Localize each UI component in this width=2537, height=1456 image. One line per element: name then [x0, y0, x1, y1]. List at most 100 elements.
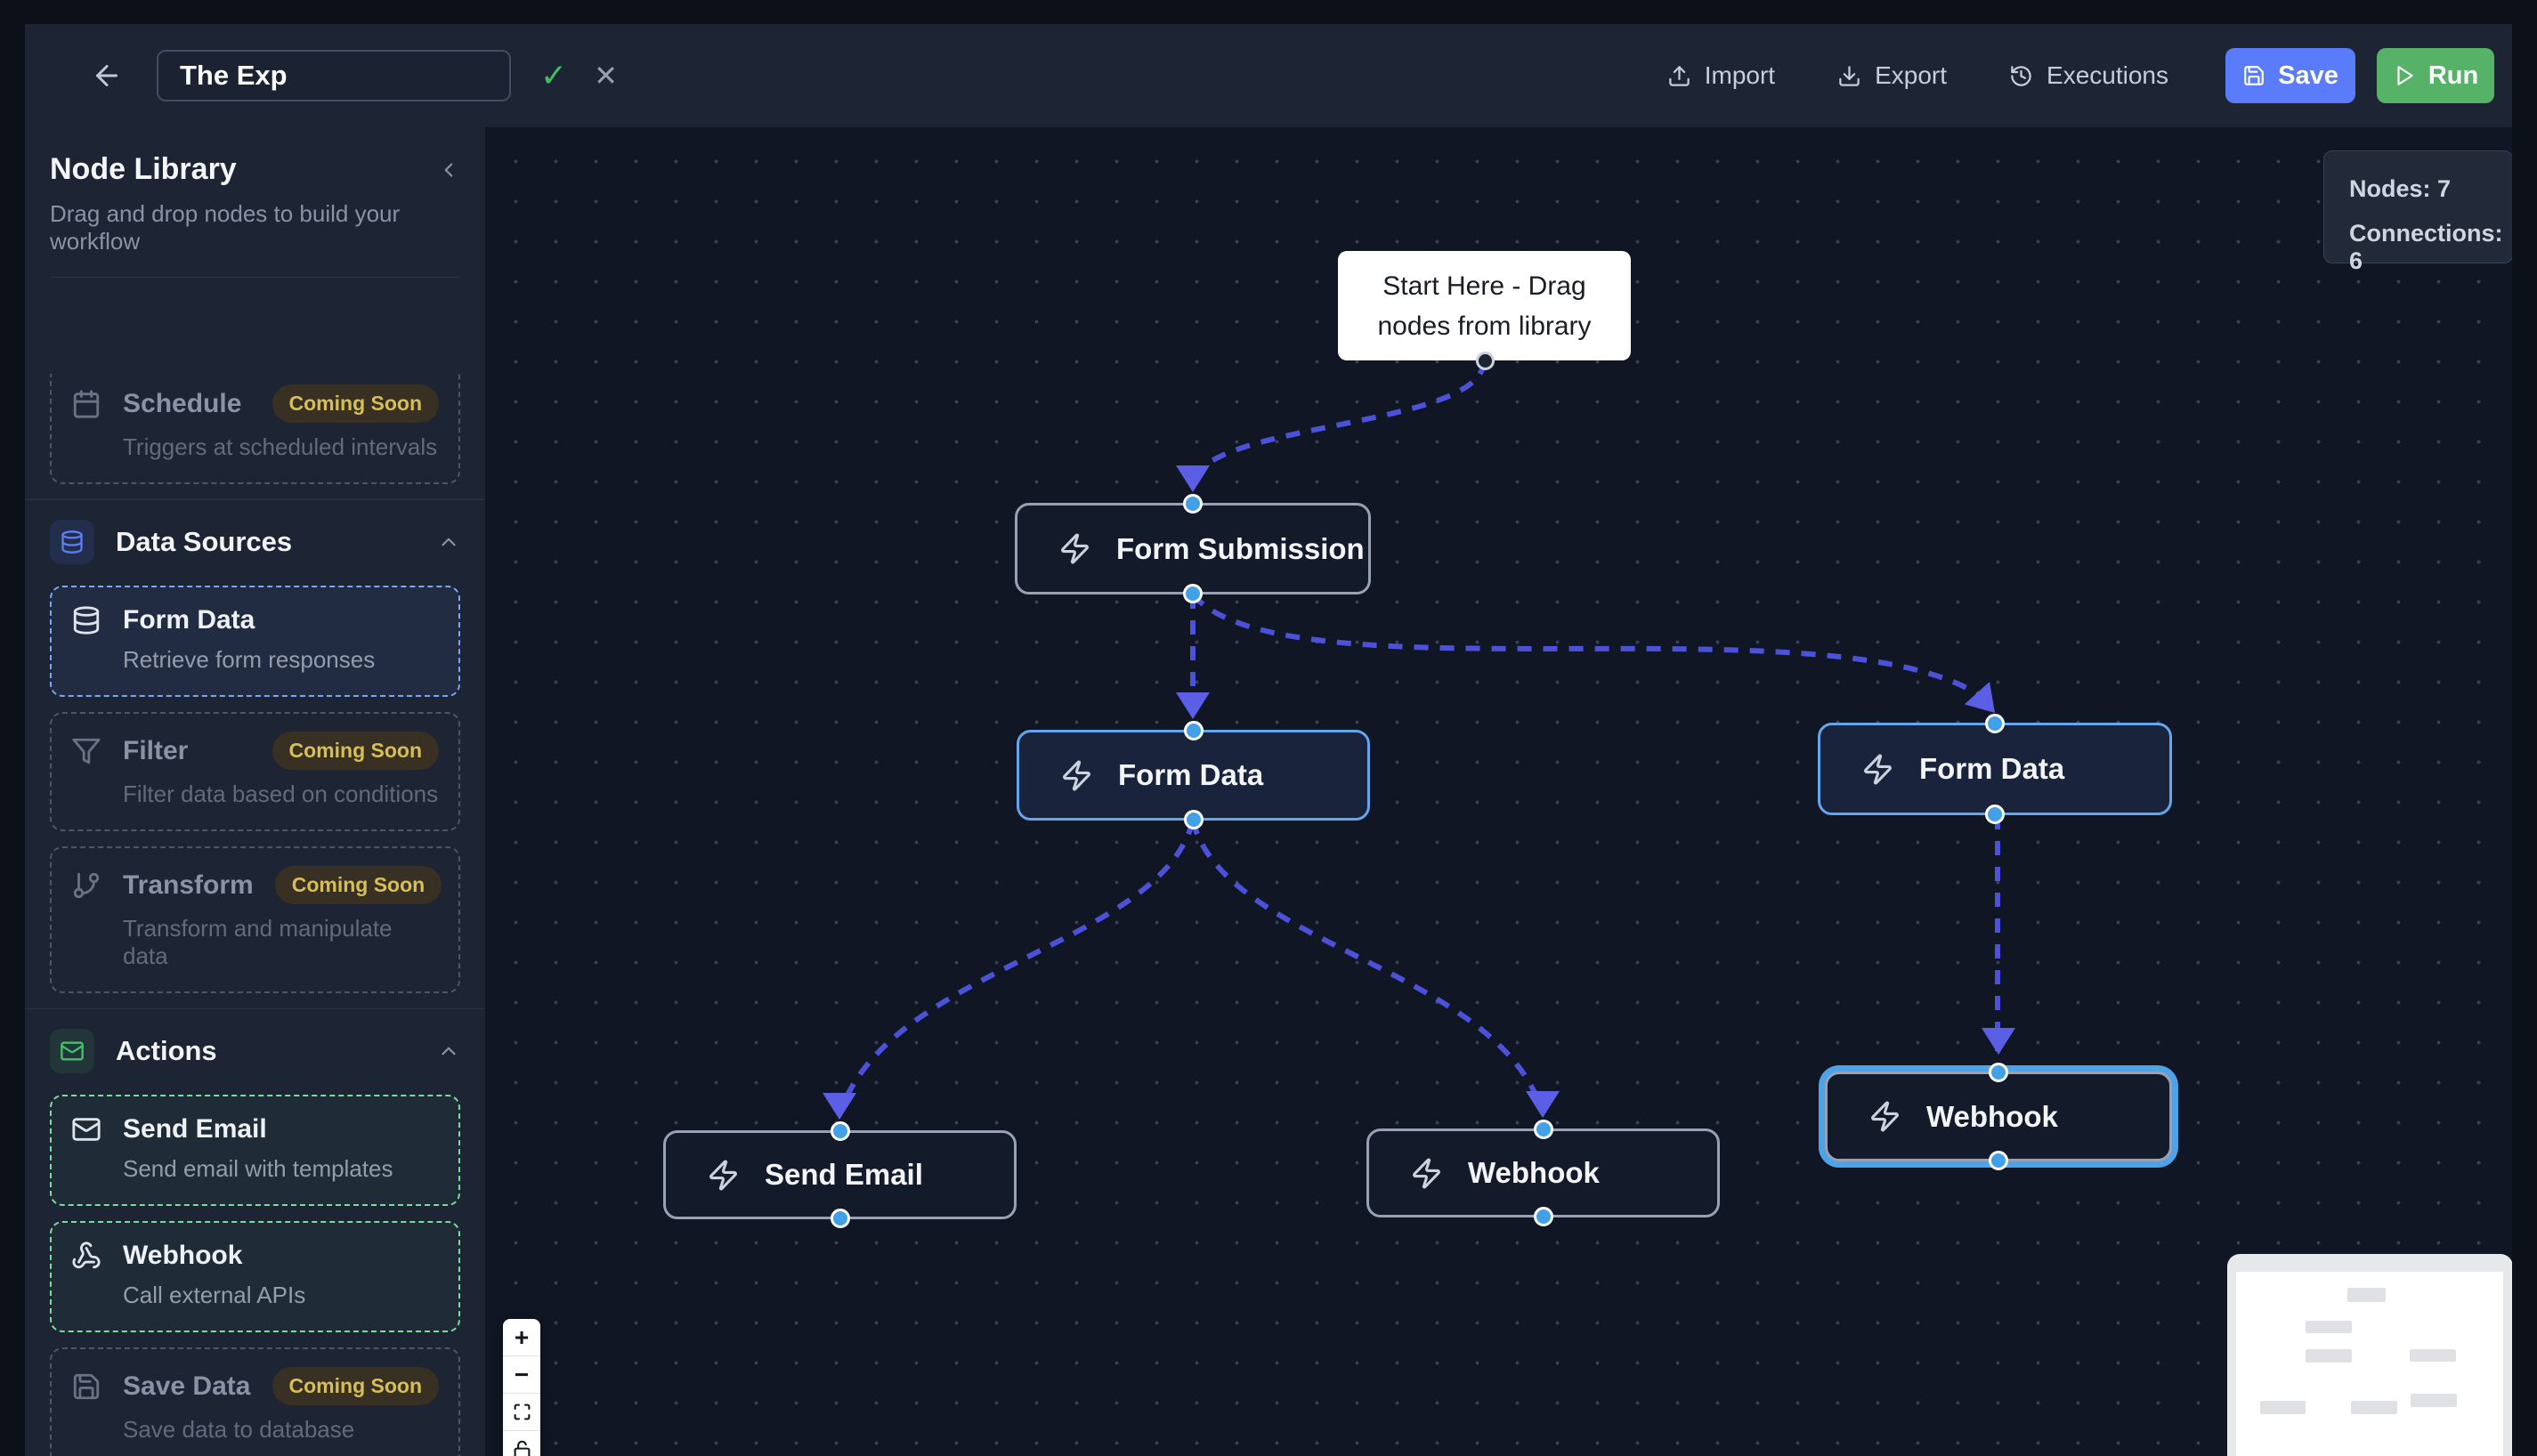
arrowhead-icon [823, 1093, 856, 1120]
section-actions[interactable]: Actions [50, 1029, 460, 1073]
upload-icon [1667, 64, 1691, 88]
card-title: Transform [123, 870, 254, 900]
minimap-node [2347, 1288, 2386, 1302]
download-icon [1837, 64, 1861, 88]
cancel-title-icon[interactable]: ✕ [594, 60, 618, 92]
save-button[interactable]: Save [2225, 48, 2355, 103]
zoom-in-button[interactable]: + [503, 1319, 540, 1356]
canvas-node-form-data-left[interactable]: Form Data [1017, 721, 1370, 829]
divider [25, 1008, 485, 1009]
executions-button[interactable]: Executions [2004, 61, 2174, 91]
card-title: Filter [123, 735, 189, 765]
node-library-sidebar: Node Library Drag and drop nodes to buil… [25, 127, 485, 1456]
library-node-transform[interactable]: Transform Coming Soon Transform and mani… [50, 846, 460, 993]
card-desc: Retrieve form responses [123, 646, 376, 673]
minimap-viewport [2236, 1272, 2503, 1456]
canvas-stats-panel: Nodes: 7 Connections: 6 [2323, 150, 2512, 274]
section-data-sources[interactable]: Data Sources [50, 520, 460, 564]
arrowhead-icon [1526, 1091, 1560, 1118]
output-connector[interactable] [830, 1209, 850, 1228]
history-icon [2009, 64, 2033, 88]
database-icon [50, 520, 94, 564]
top-bar: ✓ ✕ Import Export Executions [25, 24, 2512, 127]
chevron-up-icon [437, 530, 460, 554]
run-button[interactable]: Run [2377, 48, 2494, 103]
database-icon [71, 605, 101, 635]
calendar-icon [71, 389, 101, 419]
coming-soon-badge: Coming Soon [272, 732, 439, 770]
minimap-node [2306, 1321, 2352, 1333]
zap-icon [1861, 753, 1894, 786]
start-node-label: Start Here - Drag nodes from library [1377, 271, 1592, 341]
card-title: Schedule [123, 388, 242, 418]
save-icon [2242, 64, 2265, 87]
minimap-node [2410, 1349, 2456, 1362]
card-title: Send Email [123, 1114, 267, 1144]
input-connector[interactable] [830, 1121, 850, 1141]
node-label: Form Data [1919, 752, 2065, 785]
canvas-node-webhook-mid[interactable]: Webhook [1366, 1120, 1720, 1226]
canvas-node-form-submission[interactable]: Form Submission [1015, 494, 1371, 603]
node-label: Send Email [765, 1158, 923, 1191]
minimap-node [2411, 1394, 2457, 1407]
library-node-form-data[interactable]: Form Data Retrieve form responses [50, 586, 460, 697]
library-node-schedule[interactable]: Schedule Coming Soon Triggers at schedul… [50, 374, 460, 484]
canvas-node-form-data-right[interactable]: Form Data [1818, 714, 2172, 824]
confirm-title-icon[interactable]: ✓ [540, 57, 568, 93]
output-connector[interactable] [1989, 1151, 2008, 1170]
edge-form-data-to-send-email [837, 820, 1196, 1116]
arrowhead-icon [1982, 1028, 2015, 1055]
edge-start-to-form-submission [1190, 360, 1487, 488]
zap-icon [1868, 1100, 1901, 1133]
workflow-title-input[interactable] [157, 50, 511, 101]
divider [50, 277, 460, 278]
edge-form-data-to-webhook-mid [1190, 820, 1545, 1114]
canvas-node-webhook-right[interactable]: Webhook [1825, 1063, 2172, 1170]
arrowhead-icon [1176, 692, 1210, 719]
fit-view-button[interactable] [503, 1394, 540, 1431]
workflow-canvas[interactable]: Start Here - Drag nodes from library For… [485, 127, 2512, 1456]
zoom-out-button[interactable]: − [503, 1356, 540, 1394]
node-label: Webhook [1468, 1156, 1600, 1189]
section-label: Actions [116, 1035, 217, 1066]
canvas-node-send-email[interactable]: Send Email [663, 1121, 1017, 1228]
output-connector[interactable] [1533, 1207, 1553, 1226]
unlock-icon [513, 1440, 531, 1456]
input-connector[interactable] [1989, 1063, 2008, 1082]
canvas-node-start-here[interactable]: Start Here - Drag nodes from library [1338, 251, 1631, 370]
coming-soon-badge: Coming Soon [272, 1367, 439, 1405]
node-library-list[interactable]: Schedule Coming Soon Triggers at schedul… [25, 374, 485, 1456]
nodes-count: Nodes: 7 [2349, 175, 2452, 202]
git-branch-icon [71, 870, 101, 901]
collapse-sidebar-button[interactable] [437, 158, 460, 182]
input-connector[interactable] [1533, 1120, 1553, 1139]
zap-icon [707, 1159, 740, 1192]
back-button[interactable] [91, 60, 123, 92]
top-bar-actions: Import Export Executions Save [1662, 48, 2494, 103]
output-connector[interactable] [1985, 805, 2005, 824]
library-node-webhook[interactable]: Webhook Call external APIs [50, 1221, 460, 1332]
canvas-zoom-controls: + − [503, 1319, 540, 1456]
output-connector[interactable] [1183, 584, 1203, 603]
import-label: Import [1704, 61, 1776, 89]
card-desc: Send email with templates [123, 1155, 393, 1182]
output-connector[interactable] [1183, 810, 1204, 829]
library-node-send-email[interactable]: Send Email Send email with templates [50, 1095, 460, 1206]
input-connector[interactable] [1985, 714, 2005, 733]
executions-label: Executions [2047, 61, 2168, 89]
minimap[interactable] [2227, 1254, 2512, 1456]
import-button[interactable]: Import [1662, 61, 1780, 91]
output-connector[interactable] [1475, 352, 1495, 370]
export-button[interactable]: Export [1832, 61, 1952, 91]
card-desc: Save data to database [123, 1416, 355, 1443]
card-title: Webhook [123, 1241, 243, 1270]
filter-icon [71, 736, 101, 766]
lock-button[interactable] [503, 1431, 540, 1456]
arrowhead-icon [1176, 465, 1210, 492]
card-desc: Call external APIs [123, 1282, 306, 1308]
input-connector[interactable] [1183, 494, 1203, 514]
input-connector[interactable] [1183, 721, 1204, 740]
library-node-save-data[interactable]: Save Data Coming Soon Save data to datab… [50, 1347, 460, 1456]
library-node-filter[interactable]: Filter Coming Soon Filter data based on … [50, 712, 460, 831]
